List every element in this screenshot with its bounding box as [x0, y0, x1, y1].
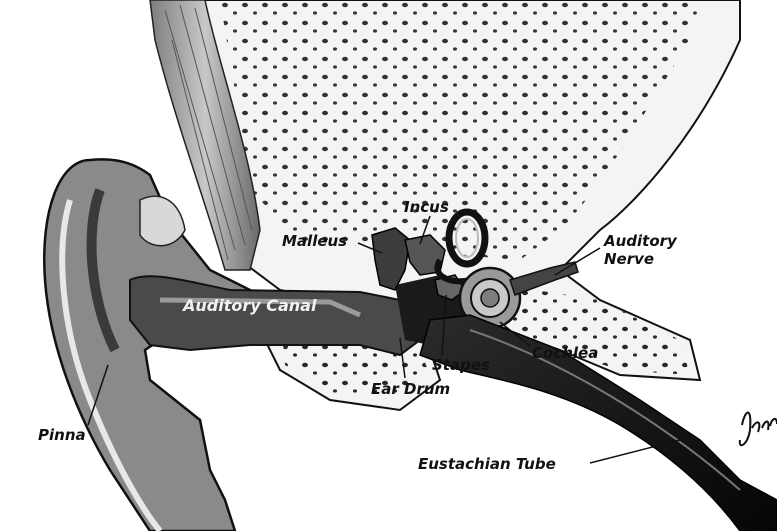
auditory-nerve-label-line1: Auditory	[604, 233, 677, 250]
auditory-canal-label: Auditory Canal	[183, 297, 316, 314]
cochlea-label: Cochlea	[532, 345, 598, 362]
artist-signature	[740, 413, 777, 446]
incus-label: Incus	[404, 199, 449, 216]
auditory-nerve-label-line2: Nerve	[604, 251, 654, 268]
stapes-label: Stapes	[432, 357, 490, 374]
eustachian-tube-label: Eustachian Tube	[418, 456, 556, 473]
ear-drum-label: Ear Drum	[371, 381, 450, 398]
malleus-label: Malleus	[282, 233, 347, 250]
pinna-label: Pinna	[38, 427, 86, 444]
